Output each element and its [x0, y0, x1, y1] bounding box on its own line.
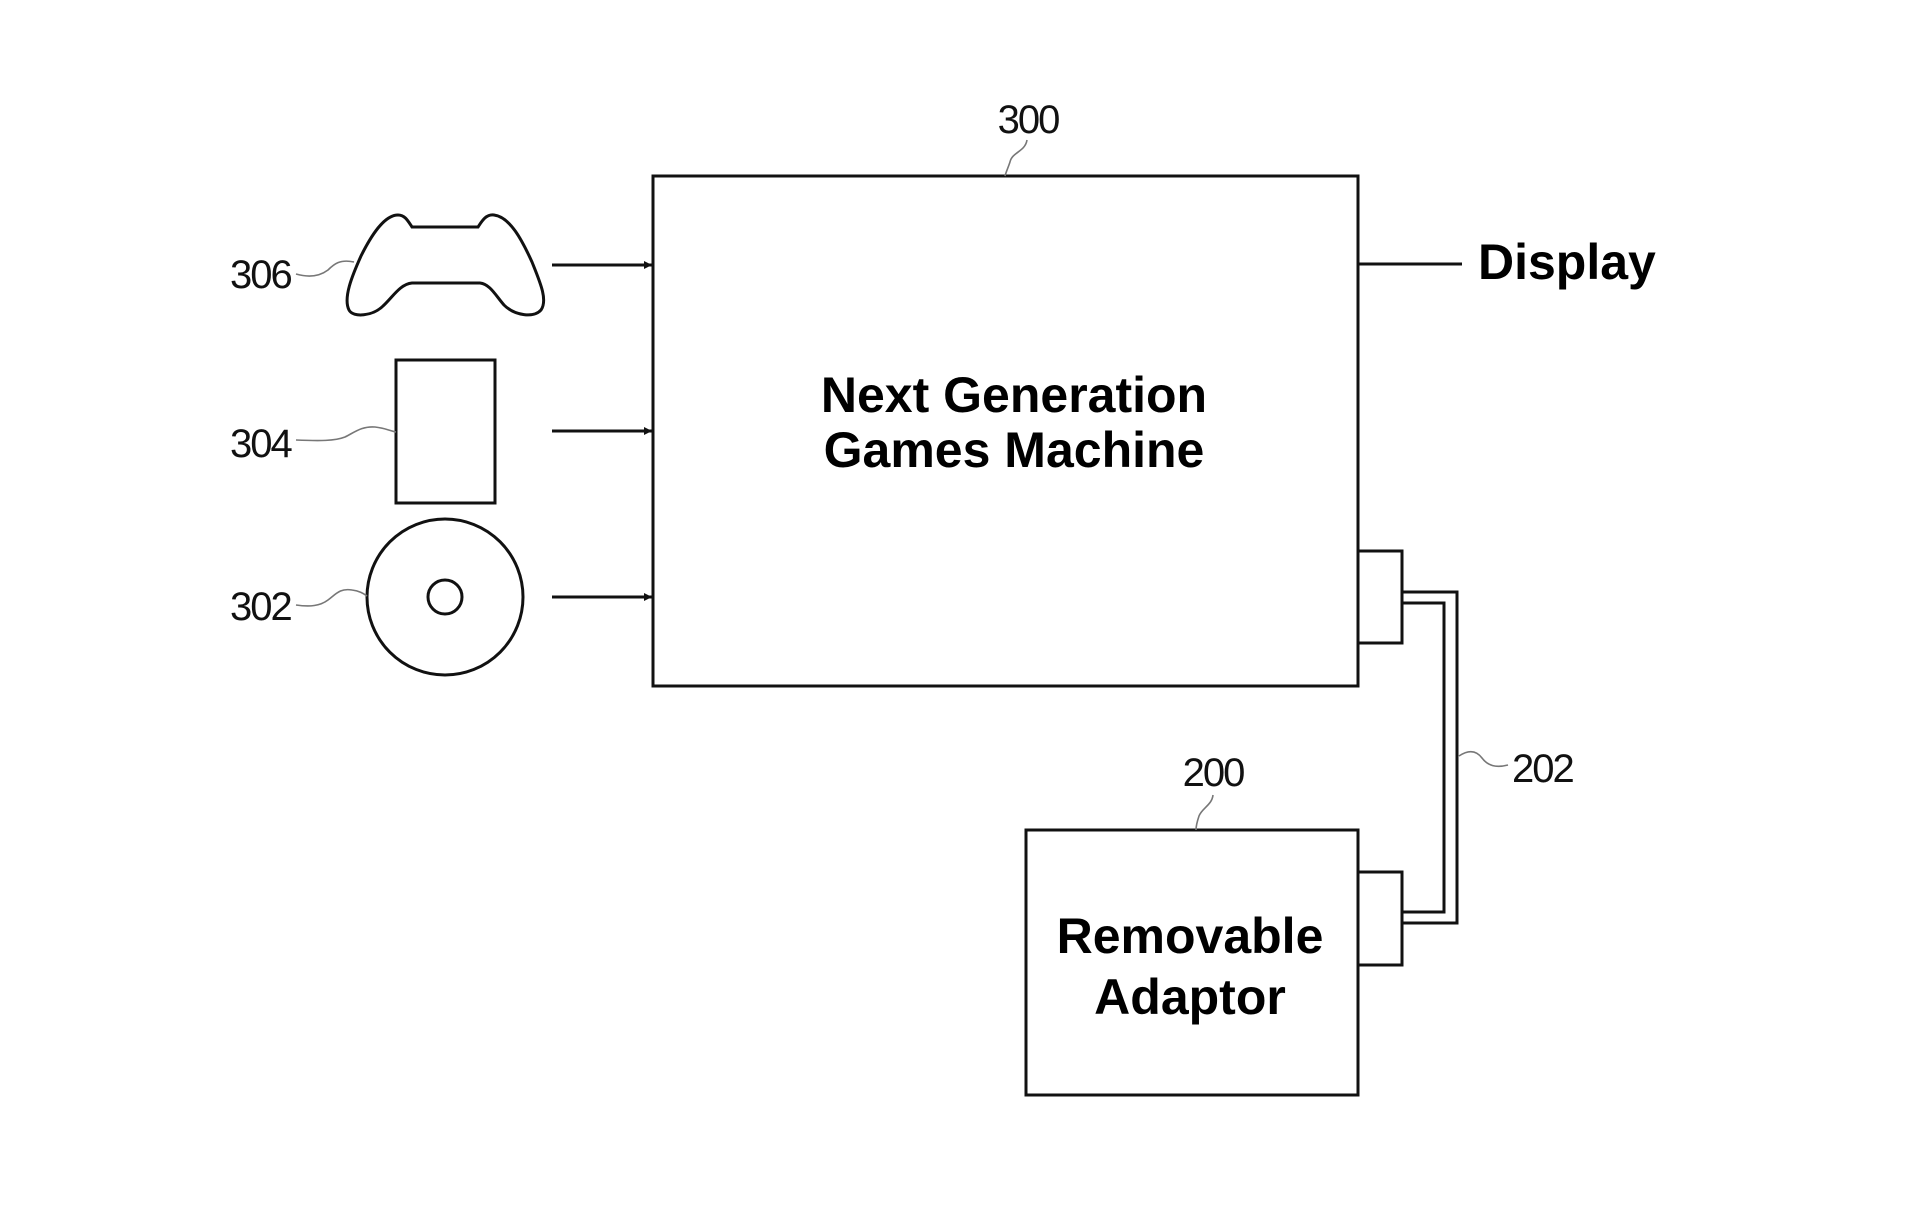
cable-outer-line: [1402, 590, 1459, 925]
main-unit: Next Generation Games Machine 300: [651, 98, 1360, 688]
main-unit-leader-line: [1004, 139, 1028, 177]
adaptor-label-line2: Adaptor: [1094, 969, 1286, 1025]
card-leader-line: [295, 426, 397, 442]
disc-icon: [365, 517, 525, 677]
disc-input: 302: [230, 517, 652, 677]
adaptor-ref: 200: [1183, 751, 1244, 795]
display-label: Display: [1478, 234, 1656, 290]
adaptor: Removable Adaptor 200: [1024, 751, 1360, 1097]
main-unit-ref: 300: [998, 98, 1059, 142]
cable-ref: 202: [1512, 747, 1573, 791]
controller-ref: 306: [230, 253, 291, 297]
cable-assembly: 202: [1356, 549, 1575, 967]
adaptor-leader-line: [1195, 794, 1214, 831]
controller-input: 306: [230, 213, 652, 317]
adaptor-box: [1024, 828, 1360, 1097]
card-input: 304: [230, 358, 652, 505]
main-unit-connector: [1356, 549, 1404, 645]
disc-leader-line: [295, 588, 368, 607]
controller-leader-line: [295, 260, 355, 277]
display-output: Display: [1358, 234, 1656, 290]
adaptor-connector: [1356, 870, 1404, 967]
cable-inner-line: [1402, 601, 1446, 914]
adaptor-label-line1: Removable: [1057, 908, 1324, 964]
card-icon: [394, 358, 497, 505]
controller-icon: [345, 213, 546, 317]
card-ref: 304: [230, 422, 292, 466]
disc-hole: [426, 578, 464, 616]
disc-ref: 302: [230, 585, 291, 629]
main-unit-label-line2: Games Machine: [824, 422, 1205, 478]
cable-leader-line: [1458, 750, 1509, 768]
main-unit-label-line1: Next Generation: [821, 367, 1207, 423]
